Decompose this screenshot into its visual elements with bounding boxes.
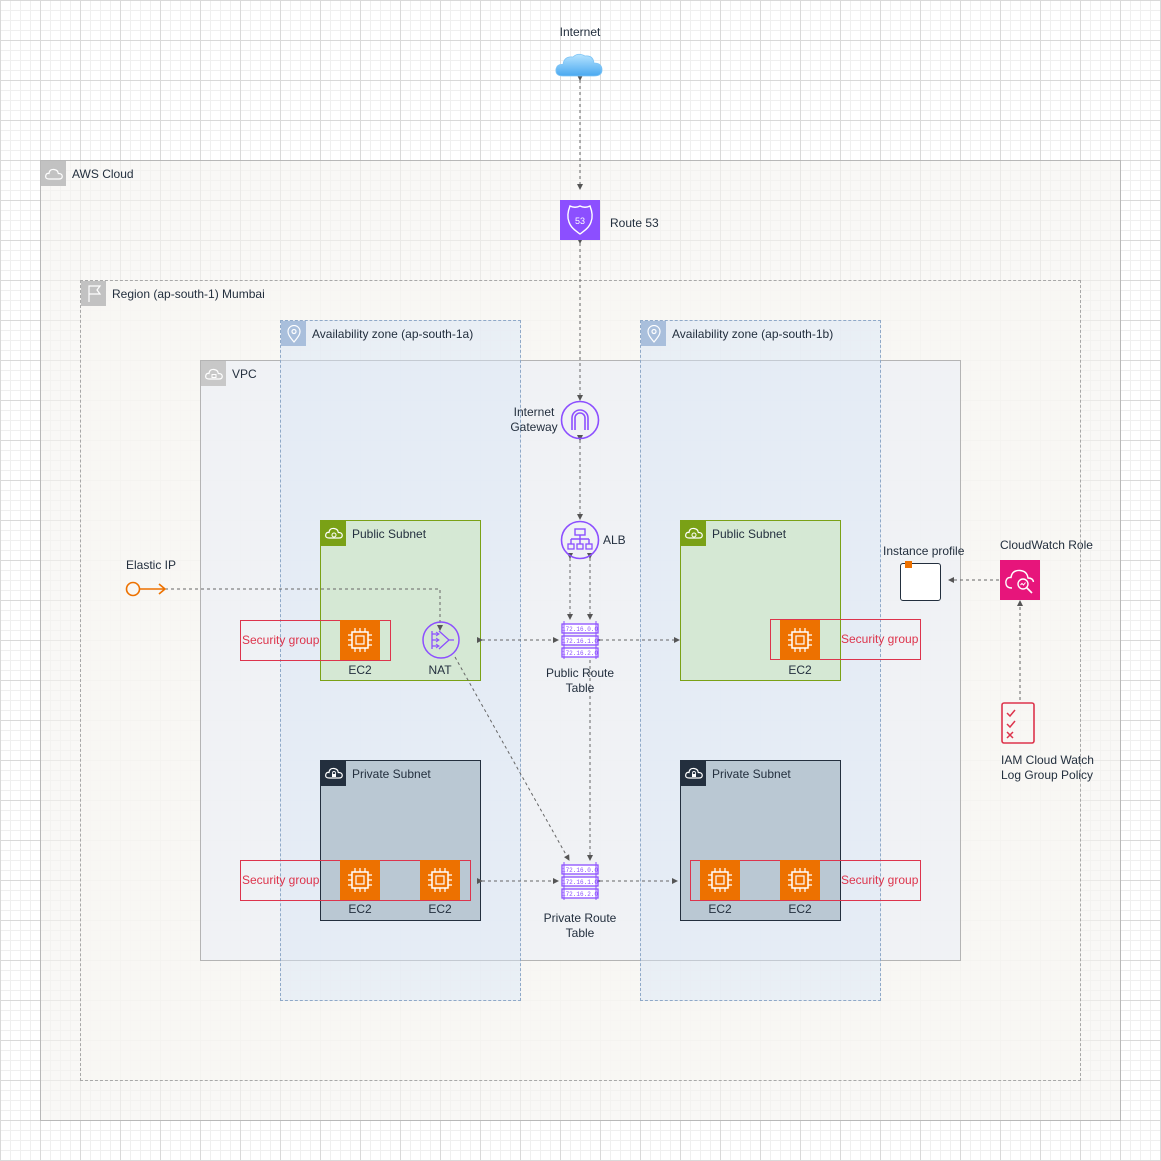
ec2-private-b-1[interactable] bbox=[700, 860, 740, 900]
internet-gateway-icon[interactable] bbox=[560, 400, 600, 440]
alb-icon[interactable] bbox=[560, 520, 600, 560]
route53-label: Route 53 bbox=[610, 216, 659, 230]
security-group-label: Security group bbox=[841, 873, 919, 887]
ec2-label: EC2 bbox=[348, 663, 372, 677]
private-subnet-b-label: Private Subnet bbox=[712, 767, 791, 781]
private-route-table-icon[interactable]: 172.16.0.0 172.16.1.0 172.16.2.0 bbox=[560, 862, 600, 900]
iam-policy-label-line1: IAM Cloud Watch bbox=[1001, 753, 1094, 767]
ec2-label: EC2 bbox=[708, 902, 732, 916]
ec2-icon bbox=[788, 868, 812, 892]
route53-badge: 53 bbox=[575, 216, 585, 226]
vpc-label: VPC bbox=[232, 367, 257, 381]
internet-cloud-icon[interactable] bbox=[554, 52, 604, 78]
ec2-icon bbox=[428, 868, 452, 892]
nat-gateway-icon[interactable] bbox=[421, 620, 461, 660]
security-group-label: Security group bbox=[242, 873, 320, 887]
ec2-private-a-1[interactable] bbox=[340, 860, 380, 900]
public-subnet-b-label: Public Subnet bbox=[712, 527, 787, 541]
elastic-ip-icon[interactable] bbox=[125, 580, 167, 598]
private-subnet-icon bbox=[681, 761, 706, 786]
security-group-label: Security group bbox=[841, 632, 919, 646]
public-route-cidr-1: 172.16.1.0 bbox=[562, 638, 598, 645]
public-route-table-icon[interactable]: 172.16.0.0 172.16.1.0 172.16.2.0 bbox=[560, 621, 600, 659]
ec2-label: EC2 bbox=[348, 902, 372, 916]
flag-icon bbox=[81, 281, 106, 306]
route53-icon[interactable]: 53 bbox=[560, 200, 600, 240]
ec2-label: EC2 bbox=[788, 663, 812, 677]
cloudwatch-role-label: CloudWatch Role bbox=[1000, 538, 1093, 552]
private-route-table-label: Private Route Table bbox=[530, 911, 630, 941]
nat-gateway-label: NAT bbox=[428, 663, 452, 677]
availability-zone-a-label: Availability zone (ap-south-1a) bbox=[312, 327, 474, 341]
private-route-table-label-line2: Table bbox=[565, 926, 595, 940]
instance-profile-box[interactable] bbox=[900, 561, 941, 601]
iam-policy-icon[interactable] bbox=[1000, 701, 1036, 745]
security-group-public-a[interactable]: Security group bbox=[240, 620, 391, 661]
public-route-table-label: Public Route Table bbox=[530, 666, 630, 696]
ec2-private-a-2[interactable] bbox=[420, 860, 460, 900]
public-subnet-icon bbox=[321, 521, 346, 546]
private-route-table-label-line1: Private Route bbox=[543, 911, 617, 925]
internet-gateway-label-line2: Gateway bbox=[510, 420, 558, 434]
alb-label: ALB bbox=[603, 533, 626, 547]
instance-profile-marker bbox=[905, 561, 912, 568]
ec2-private-b-2[interactable] bbox=[780, 860, 820, 900]
internet-gateway-label: Internet Gateway bbox=[494, 405, 574, 435]
public-route-cidr-2: 172.16.2.0 bbox=[562, 650, 598, 657]
private-route-cidr-2: 172.16.2.0 bbox=[562, 891, 598, 898]
internet-gateway-label-line1: Internet bbox=[513, 405, 555, 419]
ec2-icon bbox=[348, 868, 372, 892]
elastic-ip-label: Elastic IP bbox=[126, 558, 177, 572]
public-subnet-icon bbox=[681, 521, 706, 546]
public-route-table-label-line1: Public Route bbox=[545, 666, 615, 680]
private-route-cidr-0: 172.16.0.0 bbox=[562, 867, 598, 874]
internet-label: Internet bbox=[559, 25, 601, 39]
ec2-label: EC2 bbox=[428, 902, 452, 916]
ec2-public-b[interactable] bbox=[780, 620, 820, 660]
private-subnet-a-label: Private Subnet bbox=[352, 767, 431, 781]
vpc-cloud-icon bbox=[201, 361, 226, 386]
security-group-label: Security group bbox=[242, 633, 320, 647]
public-route-cidr-0: 172.16.0.0 bbox=[562, 626, 598, 633]
iam-policy-label-line2: Log Group Policy bbox=[1001, 768, 1094, 782]
location-pin-icon bbox=[281, 321, 306, 346]
security-group-public-b[interactable]: Security group bbox=[770, 619, 921, 660]
iam-policy-label: IAM Cloud Watch Log Group Policy bbox=[1001, 753, 1094, 783]
cloudwatch-icon[interactable] bbox=[1000, 560, 1040, 600]
public-subnet-a-label: Public Subnet bbox=[352, 527, 427, 541]
cloud-icon bbox=[41, 161, 66, 186]
ec2-icon bbox=[348, 628, 372, 652]
ec2-label: EC2 bbox=[788, 902, 812, 916]
private-route-cidr-1: 172.16.1.0 bbox=[562, 879, 598, 886]
ec2-icon bbox=[788, 628, 812, 652]
ec2-public-a[interactable] bbox=[340, 620, 380, 660]
location-pin-icon bbox=[641, 321, 666, 346]
region-label: Region (ap-south-1) Mumbai bbox=[112, 287, 265, 301]
ec2-icon bbox=[708, 868, 732, 892]
private-subnet-icon bbox=[321, 761, 346, 786]
aws-cloud-label: AWS Cloud bbox=[72, 167, 134, 181]
availability-zone-b-label: Availability zone (ap-south-1b) bbox=[672, 327, 834, 341]
public-route-table-label-line2: Table bbox=[565, 681, 595, 695]
instance-profile-label: Instance profile bbox=[883, 544, 965, 558]
